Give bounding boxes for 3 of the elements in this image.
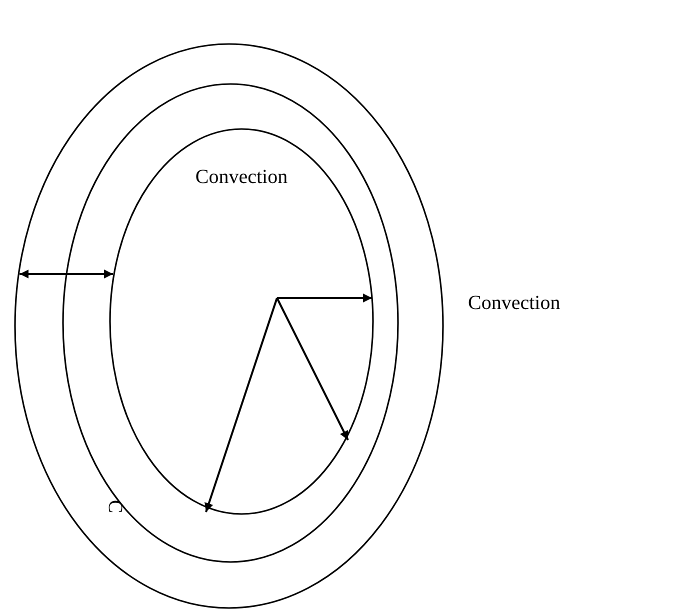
double-arrow <box>20 270 114 278</box>
text-label: Convection <box>468 292 560 315</box>
node-label: Convection <box>194 166 289 189</box>
